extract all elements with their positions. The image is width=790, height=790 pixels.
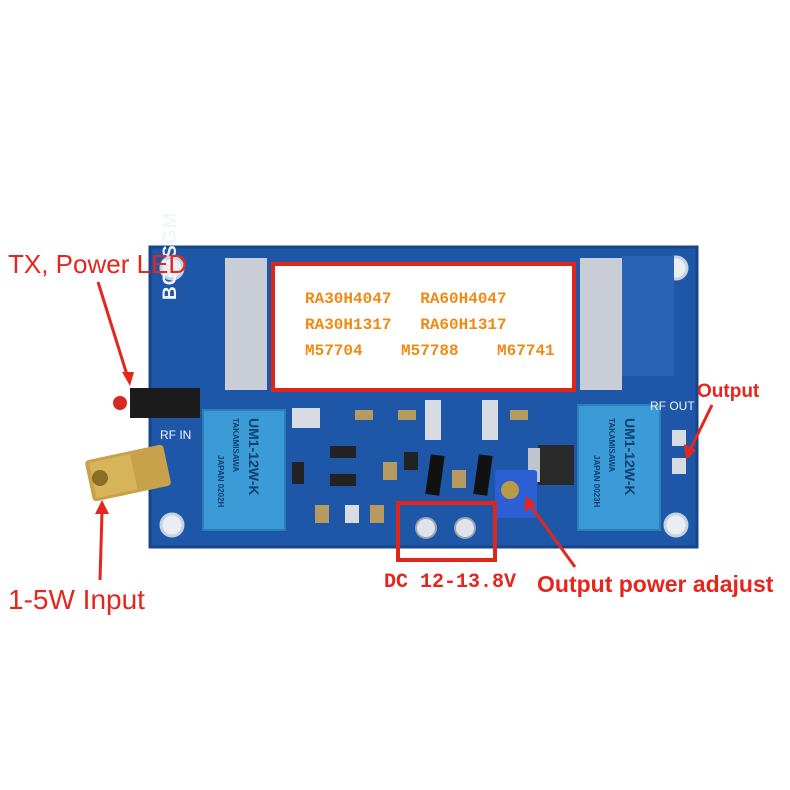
arrow-adjust-head bbox=[524, 496, 536, 512]
output-pad bbox=[672, 430, 686, 446]
chip-model-line: RA30H1317 RA60H1317 bbox=[305, 316, 507, 334]
rf-in-label: RF IN bbox=[160, 428, 192, 442]
dc-terminal-box bbox=[396, 501, 497, 562]
smd-part bbox=[315, 505, 329, 523]
arrow-input-head bbox=[95, 500, 109, 514]
output-annotation: Output bbox=[697, 381, 760, 402]
smd-pad bbox=[482, 400, 498, 440]
trimmer-knob bbox=[501, 481, 519, 499]
mounting-hole bbox=[663, 512, 689, 538]
chip-model-box: RA30H4047 RA60H4047 RA30H1317 RA60H1317 … bbox=[271, 262, 576, 392]
relay-left bbox=[202, 409, 286, 531]
rf-out-label: RF OUT bbox=[650, 399, 695, 413]
sma-connector-pin bbox=[92, 470, 108, 486]
led-header bbox=[130, 388, 200, 418]
arrow-output-head bbox=[684, 444, 696, 460]
via-field-right bbox=[622, 256, 674, 376]
tx-led bbox=[113, 396, 127, 410]
smd-cap-c2 bbox=[398, 410, 416, 420]
smd-part bbox=[345, 505, 359, 523]
smd-pad bbox=[425, 400, 441, 440]
smd-resistor bbox=[292, 462, 304, 484]
smd-pad bbox=[292, 408, 320, 428]
led-annotation: TX, Power LED bbox=[8, 249, 188, 279]
relay-right-make: TAKAMISAWA bbox=[607, 418, 616, 473]
dc-terminal-minus bbox=[415, 517, 437, 539]
relay-left-model: UM1-12W-K bbox=[246, 418, 262, 496]
arrow-led-head bbox=[122, 372, 134, 386]
arrow-led bbox=[96, 281, 130, 379]
relay-right bbox=[577, 404, 661, 531]
voltage-regulator bbox=[538, 445, 574, 485]
relay-right-model: UM1-12W-K bbox=[622, 418, 638, 496]
chip-model-line: RA30H4047 RA60H4047 bbox=[305, 290, 507, 308]
dc-terminal-plus bbox=[454, 517, 476, 539]
chip-model-line: M57704 M57788 M67741 bbox=[305, 342, 555, 360]
smd-part bbox=[404, 452, 418, 470]
via-pad-left bbox=[225, 258, 267, 390]
adjust-annotation: Output power adajust bbox=[537, 571, 774, 597]
smd-diode bbox=[425, 454, 445, 496]
smd-resistor bbox=[330, 446, 356, 458]
mounting-hole bbox=[159, 512, 185, 538]
smd-diode bbox=[473, 454, 493, 496]
relay-right-code: JAPAN 0023H bbox=[592, 455, 601, 508]
dc-annotation: DC 12-13.8V bbox=[384, 571, 517, 594]
sma-connector-thread bbox=[89, 454, 138, 499]
arrow-input bbox=[98, 511, 104, 581]
smd-resistor bbox=[330, 474, 356, 486]
via-pad-right bbox=[580, 258, 622, 390]
input-annotation: 1-5W Input bbox=[8, 584, 145, 615]
smd-cap bbox=[383, 462, 397, 480]
smd-cap-c3 bbox=[510, 410, 528, 420]
output-pad bbox=[672, 458, 686, 474]
relay-left-make: TAKAMISAWA bbox=[231, 418, 240, 473]
arrow-adjust bbox=[528, 504, 577, 568]
relay-left-code: JAPAN 0202H bbox=[216, 455, 225, 508]
smd-cap bbox=[452, 470, 466, 488]
smd-cap-c1 bbox=[355, 410, 373, 420]
mounting-hole bbox=[159, 255, 185, 281]
smd-part bbox=[370, 505, 384, 523]
arrow-output bbox=[688, 404, 714, 451]
